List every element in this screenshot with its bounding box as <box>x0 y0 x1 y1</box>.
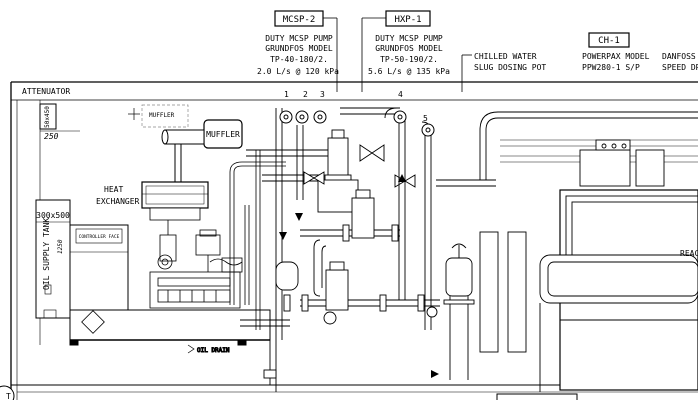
oil-supply-tank: 300x500 OIL SUPPLY TANK 1250 <box>35 199 71 319</box>
muffler-ghost-label: MUFFLER <box>149 112 175 119</box>
engine-block <box>149 150 286 330</box>
section-marker-text: T <box>6 392 11 400</box>
dim-top-text: 50x450 <box>44 106 51 128</box>
tank-1250-label: 1250 <box>57 239 64 254</box>
mcsp2-note-line4: 2.0 L/s @ 120 kPa <box>257 67 339 76</box>
ch1-note-line2: PPW280-1 S/P <box>582 63 640 72</box>
danfoss-note-line2: SPEED DR <box>662 63 698 72</box>
pipe-callouts <box>279 110 435 137</box>
hxp1-note: DUTY MCSP PUMP GRUNDFOS MODEL TP-50-190/… <box>368 34 450 76</box>
mcsp2-note-line2: GRUNDFOS MODEL <box>265 44 333 53</box>
attenuator-label: ATTENUATOR <box>22 87 70 96</box>
hxp1-note-line1: DUTY MCSP PUMP <box>375 34 443 43</box>
callout-5: 5 <box>423 114 428 123</box>
callout-1: 1 <box>284 90 289 99</box>
hxp1-note-line3: TP-50-190/2. <box>380 55 438 64</box>
flow-arrows <box>279 174 439 378</box>
skid-base: OIL DRAIN <box>69 309 271 355</box>
pipework <box>240 107 698 392</box>
controller-face-label: CONTROLLER FACE <box>79 234 120 240</box>
callout-4: 4 <box>398 90 403 99</box>
dimension-box: 50x450 250 <box>39 103 80 141</box>
oil-tank-label: OIL SUPPLY TANK <box>42 218 51 290</box>
ch1-tag-text: CH-1 <box>598 36 620 46</box>
hxp1-note-line2: GRUNDFOS MODEL <box>375 44 443 53</box>
muffler-label: MUFFLER <box>206 130 240 139</box>
ch1-note-line1: POWERPAX MODEL <box>582 52 650 61</box>
mcsp2-tag: MCSP-2 <box>274 10 338 92</box>
danfoss-note-line1: DANFOSS <box>662 52 696 61</box>
tank-size-label: 300x500 <box>36 211 70 220</box>
mcsp2-note-line1: DUTY MCSP PUMP <box>265 34 333 43</box>
oil-drain-label: OIL DRAIN <box>197 347 230 354</box>
ch1-note: POWERPAX MODEL PPW280-1 S/P DANFOSS SPEE… <box>582 52 698 72</box>
section-marker: T <box>0 385 15 400</box>
dim-250-text: 250 <box>44 132 59 141</box>
mcsp2-note-line3: TP-40-180/2. <box>270 55 328 64</box>
callout-3: 3 <box>320 90 325 99</box>
muffler: MUFFLER MUFFLER <box>128 104 243 152</box>
hxp1-note-line4: 5.6 L/s @ 135 kPa <box>368 67 450 76</box>
chilled-water-line1: CHILLED WATER <box>474 52 537 61</box>
hxp1-tag-text: HXP-1 <box>394 15 421 25</box>
chiller-edge-label: REAC <box>680 249 698 258</box>
chilled-water-note: CHILLED WATER SLUG DOSING POT <box>461 52 546 92</box>
callout-2: 2 <box>303 90 308 99</box>
mcsp2-tag-text: MCSP-2 <box>283 15 316 25</box>
heat-exchanger-label-1: HEAT <box>104 185 123 194</box>
heat-exchanger: HEAT EXCHANGER <box>96 152 209 221</box>
chilled-water-line2: SLUG DOSING POT <box>474 63 546 72</box>
chiller-unit <box>539 139 698 392</box>
controller-panel: CONTROLLER FACE <box>69 224 129 311</box>
mcsp2-note: DUTY MCSP PUMP GRUNDFOS MODEL TP-40-180/… <box>257 34 339 76</box>
hxp1-tag: HXP-1 <box>361 10 431 92</box>
ch1-tag: CH-1 <box>588 32 630 48</box>
heat-exchanger-label-2: EXCHANGER <box>96 197 140 206</box>
